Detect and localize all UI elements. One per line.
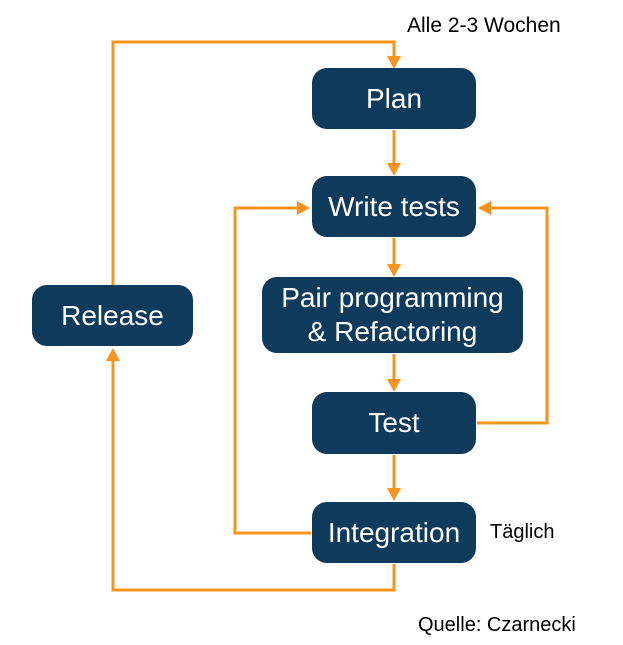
node-pair-programming: Pair programming & Refactoring (262, 277, 523, 353)
node-plan-label: Plan (365, 82, 423, 114)
node-pair-programming-label-line1: Pair programming (281, 282, 504, 313)
node-test-label: Test (368, 407, 420, 438)
node-plan: Plan (312, 68, 476, 129)
node-release-label: Release (61, 299, 164, 331)
arrow-integration-to-release (106, 348, 396, 592)
arrow-test-to-write-tests (477, 201, 549, 425)
arrow-pair-to-test (387, 354, 401, 392)
node-write-tests-label: Write tests (328, 190, 460, 222)
node-integration-label: Integration (327, 516, 461, 548)
arrow-release-to-plan (111, 40, 401, 285)
source-credit: Quelle: Czarnecki (418, 614, 576, 636)
arrow-plan-to-write-tests (387, 130, 401, 176)
arrow-test-to-integration (387, 455, 401, 501)
node-integration: Integration (312, 502, 476, 563)
node-test: Test (312, 392, 476, 454)
node-pair-programming-label-line2: & Refactoring (307, 316, 478, 347)
node-write-tests: Write tests (312, 176, 476, 237)
daily-annotation: Täglich (490, 521, 555, 543)
arrow-write-tests-to-pair (387, 238, 401, 277)
arrow-integration-to-write-tests (233, 201, 311, 535)
cycle-weeks-annotation: Alle 2-3 Wochen (407, 14, 561, 37)
node-release: Release (32, 285, 193, 346)
